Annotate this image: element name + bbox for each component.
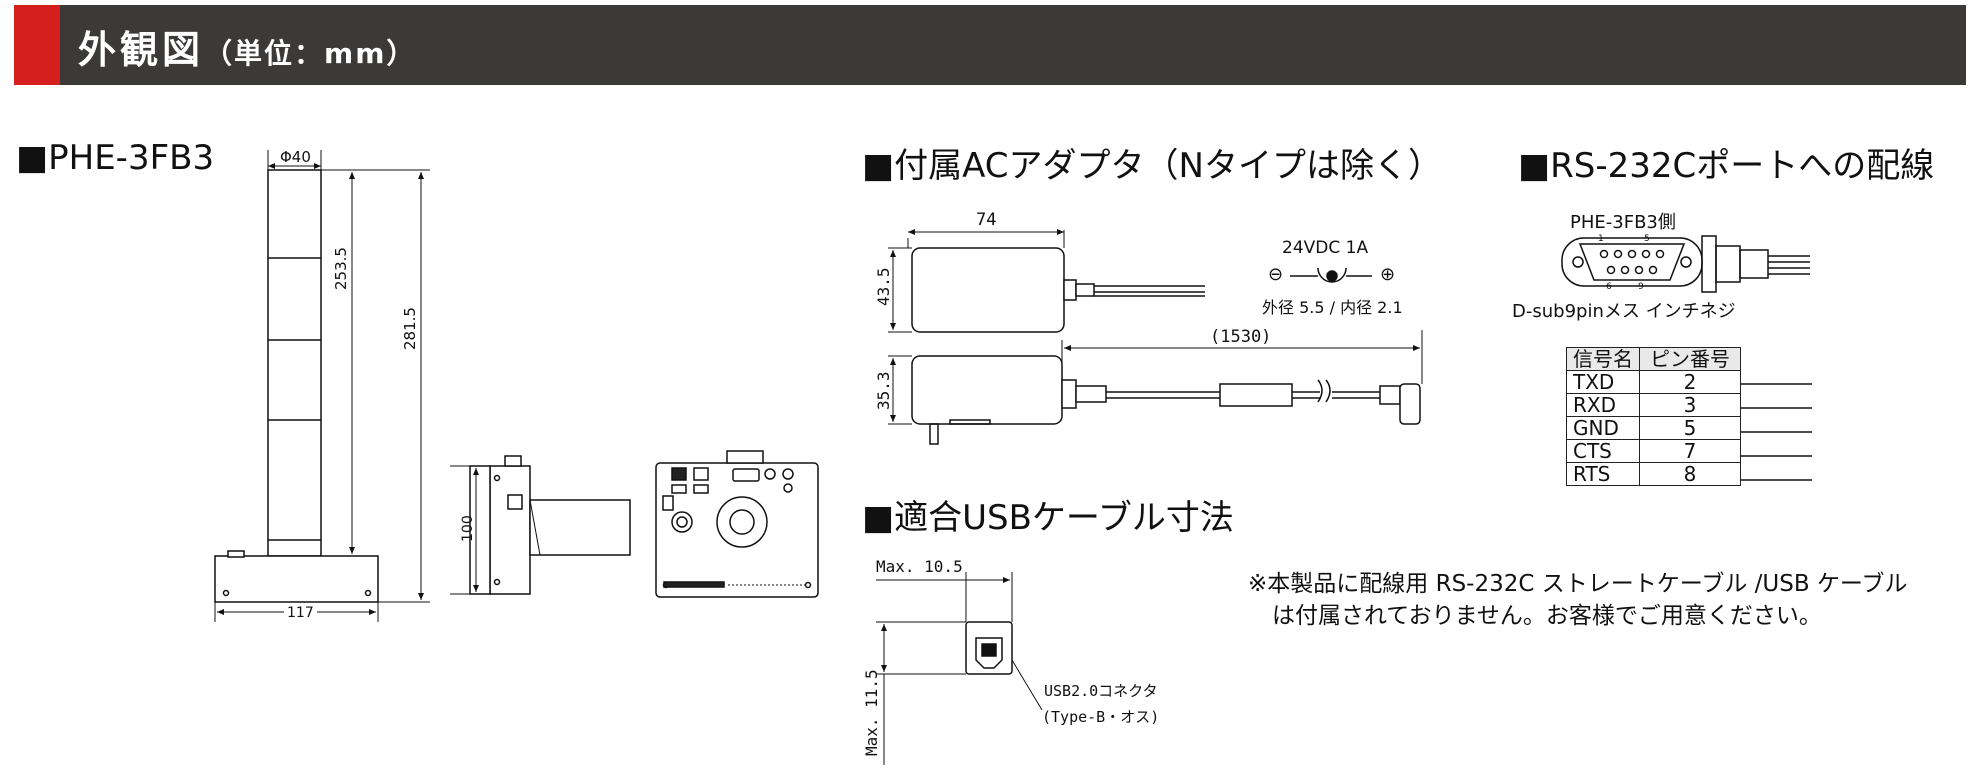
tower-front-view — [214, 150, 430, 622]
usb-connector-label-2: (Type-B・オス) — [1042, 708, 1160, 726]
adapter-section-title: ■付属ACアダプタ（Nタイプは除く） — [862, 146, 1442, 186]
dsub-connector-drawing — [1561, 235, 1810, 293]
polarity-minus-icon: ⊖ — [1268, 264, 1284, 285]
dim-100-label: 100 — [460, 515, 476, 542]
pin-number: 8 — [1639, 462, 1741, 486]
page-title: 外観図（単位：mm） — [78, 19, 416, 74]
rs232-wiring-lines — [1740, 383, 1812, 481]
pin-9-label: 9 — [1638, 282, 1644, 292]
pin-number: 2 — [1639, 370, 1741, 394]
page-title-text: 外観図 — [78, 28, 205, 72]
pin-number: 7 — [1639, 439, 1741, 463]
adapter-side-view — [888, 330, 1423, 445]
dim-253-label: 253.5 — [332, 247, 350, 290]
signal-name: RXD — [1566, 393, 1640, 417]
header-bar: 外観図（単位：mm） — [14, 5, 1966, 85]
dsub-connector-label: D-sub9pinメス インチネジ — [1512, 301, 1736, 322]
polarity-symbol — [1290, 267, 1372, 283]
header-accent — [14, 5, 60, 85]
table-row: RTS 8 — [1566, 462, 1741, 486]
signal-pin-table: 信号名 ピン番号 TXD 2 RXD 3 GND 5 CTS 7 RTS 8 — [1566, 347, 1741, 486]
dim-43-label: 43.5 — [874, 267, 893, 306]
table-header-row: 信号名 ピン番号 — [1566, 347, 1741, 371]
cable-note-line-2: は付属されておりません。お客様でご用意ください。 — [1272, 603, 1822, 629]
usb-connector-label-1: USB2.0コネクタ — [1044, 682, 1158, 700]
usb-connector-drawing — [876, 572, 1043, 765]
usb-height-label: Max. 11.5 — [862, 669, 881, 756]
table-header-pin: ピン番号 — [1639, 347, 1741, 371]
dim-281-label: 281.5 — [401, 307, 419, 350]
signal-name: RTS — [1566, 462, 1640, 486]
rs232-side-label: PHE-3FB3側 — [1570, 212, 1676, 233]
unit-side-view — [450, 455, 631, 595]
adapter-top-view — [888, 229, 1205, 333]
table-row: RXD 3 — [1566, 393, 1741, 417]
pin-number: 5 — [1639, 416, 1741, 440]
signal-name: GND — [1566, 416, 1640, 440]
dim-diameter-label: Φ40 — [280, 148, 311, 166]
unit-back-view — [655, 450, 819, 598]
plug-size-label: 外径 5.5 / 内径 2.1 — [1262, 298, 1403, 317]
table-row: CTS 7 — [1566, 439, 1741, 463]
phe-section-title: ■PHE-3FB3 — [16, 138, 215, 178]
table-row: TXD 2 — [1566, 370, 1741, 394]
pin-6-label: 6 — [1606, 282, 1612, 292]
cable-note: ※本製品に配線用 RS-232C ストレートケーブル /USB ケーブル は付属… — [1248, 568, 1908, 632]
polarity-plus-icon: ⊕ — [1380, 264, 1396, 285]
pin-5-label: 5 — [1644, 234, 1650, 244]
pin-1-label: 1 — [1598, 234, 1604, 244]
usb-section-title: ■適合USBケーブル寸法 — [862, 498, 1234, 538]
table-row: GND 5 — [1566, 416, 1741, 440]
usb-width-label: Max. 10.5 — [876, 557, 963, 576]
dim-74-label: 74 — [976, 210, 997, 230]
dim-35-label: 35.3 — [874, 371, 893, 410]
pin-number: 3 — [1639, 393, 1741, 417]
signal-name: TXD — [1566, 370, 1640, 394]
table-header-signal: 信号名 — [1566, 347, 1640, 371]
dim-1530-label: (1530) — [1210, 327, 1272, 347]
page-title-unit: （単位：mm） — [204, 37, 417, 70]
rs232-section-title: ■RS-232Cポートへの配線 — [1518, 146, 1935, 186]
dim-117-label: 117 — [284, 605, 317, 621]
output-rating-label: 24VDC 1A — [1282, 238, 1369, 258]
signal-name: CTS — [1566, 439, 1640, 463]
cable-note-line-1: ※本製品に配線用 RS-232C ストレートケーブル /USB ケーブル — [1248, 571, 1908, 597]
